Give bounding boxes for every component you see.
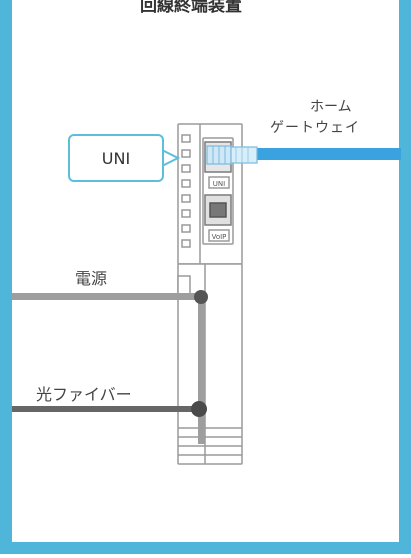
home-gateway-label-line2: ゲートウェイ: [270, 120, 360, 136]
power-label: 電源: [75, 269, 108, 288]
frame-right-edge: [399, 0, 411, 554]
fiber-cable: [12, 406, 198, 412]
port-uni-label: UNI: [213, 180, 225, 188]
home-gateway-label-line1: ホーム: [310, 99, 352, 115]
lan-connector: [206, 145, 258, 165]
uni-callout: UNI: [68, 134, 164, 182]
port-voip-label: VoIP: [212, 233, 227, 241]
frame-bottom-edge: [0, 542, 411, 554]
uni-callout-text: UNI: [101, 148, 131, 168]
frame-left-edge: [0, 0, 12, 554]
power-cable-drop: [198, 296, 205, 444]
voip-port-label-box: [208, 229, 230, 242]
uni-callout-pointer: [161, 148, 181, 168]
uni-port-label-box: [208, 176, 230, 189]
fiber-label: 光ファイバー: [36, 385, 132, 404]
power-connector: [194, 290, 208, 304]
power-cable: [12, 293, 202, 300]
lan-cable: [255, 148, 401, 160]
fiber-connector: [191, 401, 207, 417]
device-title: 回線終端装置: [140, 0, 242, 16]
